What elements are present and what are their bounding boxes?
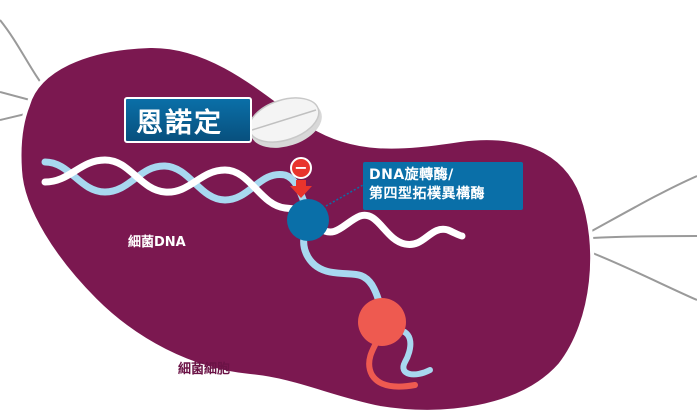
bacterial-dna-label: 細菌DNA [128, 235, 186, 250]
gyrase-enzyme [287, 199, 329, 241]
bacterial-dna-helix [41, 156, 466, 390]
drug-name-box: 恩諾定 [124, 97, 252, 143]
flagellum-right-3 [589, 251, 697, 301]
mrna-tail-light [393, 327, 433, 378]
enzyme-label-line1: DNA旋轉酶/ [369, 167, 454, 183]
inhibit-circle-icon [290, 157, 312, 179]
flagellum-right-2 [591, 235, 697, 239]
inhibit-arrow-icon [290, 180, 312, 198]
mrna-tail-red [366, 333, 418, 390]
enzyme-leader-line [325, 184, 364, 207]
pill-icon [248, 97, 322, 148]
inhibit-minus: − [294, 158, 307, 177]
dna-strand-white [41, 156, 316, 216]
bacterial-cell-label: 細菌細胞 [178, 362, 231, 377]
dna-tail-white [316, 211, 466, 248]
ribosome [358, 298, 406, 346]
flagellum-right-1 [589, 175, 697, 233]
drug-name: 恩諾定 [136, 107, 223, 139]
inhibition-marker: − [290, 157, 312, 198]
enzyme-label-box: DNA旋轉酶/ 第四型拓樸異構酶 [363, 162, 523, 210]
enzyme-label-line2: 第四型拓樸異構酶 [369, 186, 485, 202]
